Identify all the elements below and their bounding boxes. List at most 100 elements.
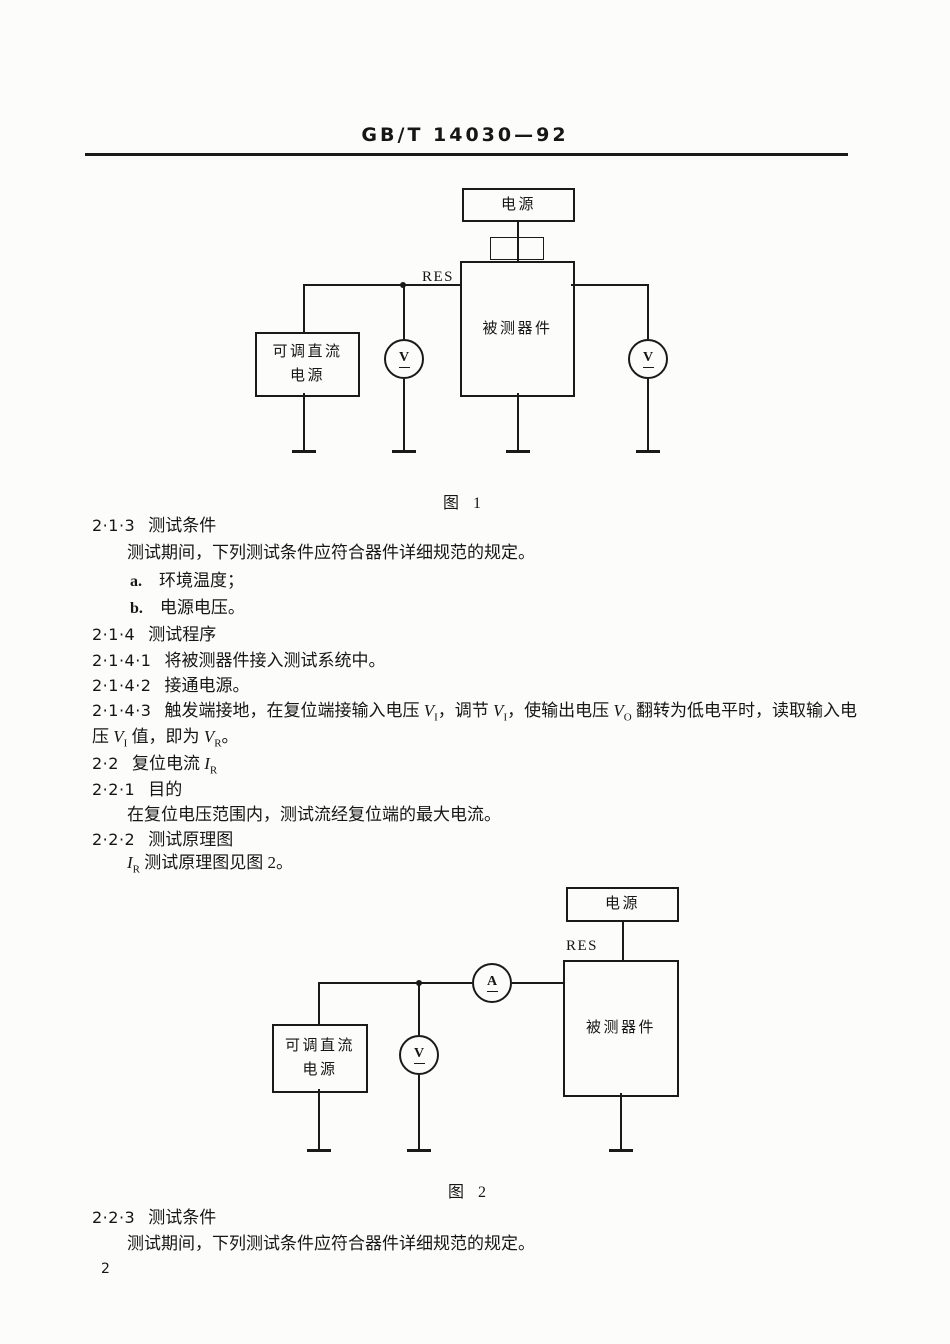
list-item: a. 环境温度； [130, 570, 244, 592]
standard-number-title: GB/T 14030—92 [361, 124, 569, 146]
paragraph: 测试期间，下列测试条件应符合器件详细规范的规定。 [127, 1234, 535, 1253]
section-number: 2·2·3 [92, 1208, 136, 1227]
fig1-dc-supply-line1: 可调直流 [272, 344, 343, 360]
fig1-voltmeter-left: V [384, 339, 424, 379]
section-number: 2·1·3 [92, 516, 136, 535]
section-text: ，使输出电压 [507, 701, 614, 720]
subscript: I [503, 711, 508, 724]
wire [304, 284, 460, 286]
variable: V [493, 701, 504, 720]
section-number: 2·2·2 [92, 830, 136, 849]
fig2-ammeter: A [472, 963, 512, 1003]
fig2-power-box: 电源 [566, 887, 679, 922]
wire [517, 393, 519, 450]
wire [319, 982, 472, 984]
wire [418, 1075, 420, 1149]
ammeter-letter: A [486, 973, 498, 989]
section-number: 2·1·4·3 [92, 701, 152, 720]
ground-icon [609, 1149, 633, 1152]
item-marker: a. [130, 573, 142, 590]
wire [418, 982, 420, 1035]
wire [517, 222, 519, 237]
paragraph: IR 测试原理图见图 2。 [127, 852, 294, 875]
dc-symbol-icon [413, 1062, 425, 1064]
fig2-dc-supply-line2: 电源 [302, 1062, 338, 1078]
variable: I [204, 754, 210, 773]
section-heading: 2·1·3 测试条件 [92, 515, 216, 536]
fig1-res-label: RES [422, 269, 455, 285]
paragraph: 在复位电压范围内，测试流经复位端的最大电流。 [127, 805, 501, 824]
fig1-voltmeter-right: V [628, 339, 668, 379]
fig1-dc-supply-box: 可调直流 电源 [255, 332, 360, 397]
wire [512, 982, 563, 984]
fig1-dut-label: 被测器件 [482, 320, 553, 337]
dc-symbol-icon [486, 990, 498, 992]
fig2-dut-label: 被测器件 [585, 1020, 656, 1036]
wire [571, 284, 648, 286]
section-title: 复位电流 [131, 754, 205, 773]
subscript: I [123, 737, 128, 750]
ground-icon [392, 450, 416, 453]
section-number: 2·2·1 [92, 780, 136, 799]
section-text: 触发端接地，在复位端接输入电压 [164, 701, 424, 720]
dc-symbol-icon [398, 366, 410, 368]
fig1-dc-supply-line2: 电源 [289, 368, 325, 384]
variable: V [423, 701, 435, 720]
section-text: ，调节 [437, 701, 494, 720]
wire [318, 982, 320, 1024]
section-text: 接通电源。 [164, 676, 250, 695]
ground-icon [307, 1149, 331, 1152]
text: 压 [92, 727, 114, 746]
ground-icon [407, 1149, 431, 1152]
fig2-voltmeter: V [399, 1035, 439, 1075]
list-item: b.电源电压。 [130, 597, 245, 619]
ground-icon [636, 450, 660, 453]
section-number: 2·1·4 [92, 625, 136, 644]
wire [517, 237, 519, 261]
header-rule [85, 153, 848, 156]
wire [647, 379, 649, 450]
section-heading: 2·2 复位电流 IR [92, 753, 218, 777]
section-heading: 2·1·4 测试程序 [92, 624, 216, 645]
text: 值，即为 [127, 727, 204, 746]
item-text: 环境温度； [159, 571, 244, 590]
fig1-power-box: 电源 [462, 188, 575, 222]
wire [622, 922, 624, 960]
section-title: 测试条件 [148, 516, 217, 535]
subscript: R [214, 737, 222, 750]
voltmeter-letter: V [413, 1045, 425, 1061]
voltmeter-letter: V [398, 349, 410, 365]
ground-icon [292, 450, 316, 453]
wire [647, 284, 649, 339]
wire [620, 1093, 622, 1149]
fig2-res-label: RES [566, 938, 599, 954]
fig2-dc-supply-line1: 可调直流 [284, 1038, 355, 1054]
variable: I [127, 853, 133, 872]
section-text: 将被测器件接入测试系统中。 [164, 651, 386, 670]
section-heading: 2·2·1 目的 [92, 779, 182, 800]
section-title: 测试程序 [148, 625, 217, 644]
section-title: 目的 [148, 780, 183, 799]
wire [303, 393, 305, 450]
fig2-dut-box: 被测器件 [563, 960, 679, 1097]
subscript: I [434, 711, 438, 724]
fig1-power-label: 电源 [500, 196, 536, 213]
wire [318, 1089, 320, 1149]
voltmeter-letter: V [642, 349, 654, 365]
section-heading: 2·1·4·2 接通电源。 [92, 675, 249, 696]
item-text: 电源电压。 [159, 598, 245, 617]
section-title: 测试原理图 [148, 830, 234, 849]
paragraph: 压 VI 值，即为 VR。 [92, 726, 239, 750]
section-number: 2·2 [92, 754, 119, 773]
section-number: 2·1·4·2 [92, 676, 152, 695]
text: 测试原理图见图 2。 [140, 853, 294, 872]
subscript: R [209, 764, 218, 777]
section-heading: 2·2·2 测试原理图 [92, 829, 233, 850]
ground-icon [506, 450, 530, 453]
dc-symbol-icon [642, 366, 654, 368]
wire [303, 284, 305, 332]
variable: V [203, 727, 215, 746]
text: 。 [221, 727, 239, 746]
